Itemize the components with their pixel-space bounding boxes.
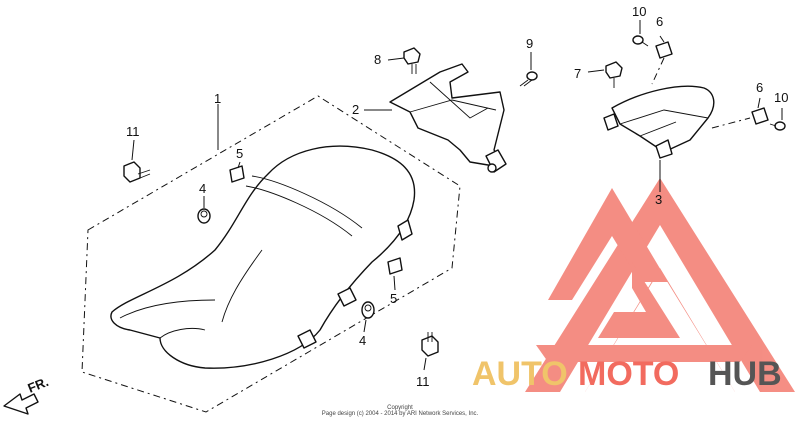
callout-4-bottom: 4 [359,333,366,348]
grommet-4-top [197,208,211,224]
callout-2: 2 [352,102,359,117]
screw-10-top [632,35,649,47]
front-direction-arrow: FR. [3,374,51,415]
callout-9: 9 [526,36,533,51]
callout-11-bottom: 11 [416,374,430,389]
front-direction-label: FR. [26,374,51,396]
callout-10-top: 10 [632,4,646,19]
seat-part [110,145,416,369]
leader-lines [131,20,783,371]
seat-bracket-part [389,63,507,173]
callout-8: 8 [374,52,381,67]
callout-5-top: 5 [236,146,243,161]
watermark-text-moto: MOTO [578,355,679,393]
seat-cowl-part [603,85,715,159]
collar-6-top [655,41,673,59]
seat-assembly-frame [81,95,461,413]
callout-4-top: 4 [199,181,206,196]
bolt-8 [403,47,421,74]
callout-6-top: 6 [656,14,663,29]
callout-6-right: 6 [756,80,763,95]
collar-6-right [751,107,769,125]
watermark-text-hub: HUB [708,355,782,393]
bolt-11-bottom [421,332,439,357]
bolt-7 [605,61,623,88]
callout-10-right: 10 [774,90,788,105]
copyright-title: Copyright [387,405,413,411]
callout-1: 1 [214,91,221,106]
bolt-11-top [123,161,151,183]
watermark-wordmark: AUTO MOTO HUB [472,355,782,393]
callout-3: 3 [655,192,662,207]
copyright-notice: Page design (c) 2004 - 2014 by ARI Netwo… [321,411,479,417]
callout-7: 7 [574,66,581,81]
watermark-logo [525,178,795,392]
screw-10-right [769,121,786,131]
grommet-4-bottom [361,301,375,319]
rubber-5-top [229,165,245,183]
callout-11-top: 11 [126,124,140,139]
rubber-5-bottom [387,257,403,275]
callout-5-bottom: 5 [390,291,397,306]
screw-9 [519,71,538,87]
watermark-text-auto: AUTO [472,355,568,393]
